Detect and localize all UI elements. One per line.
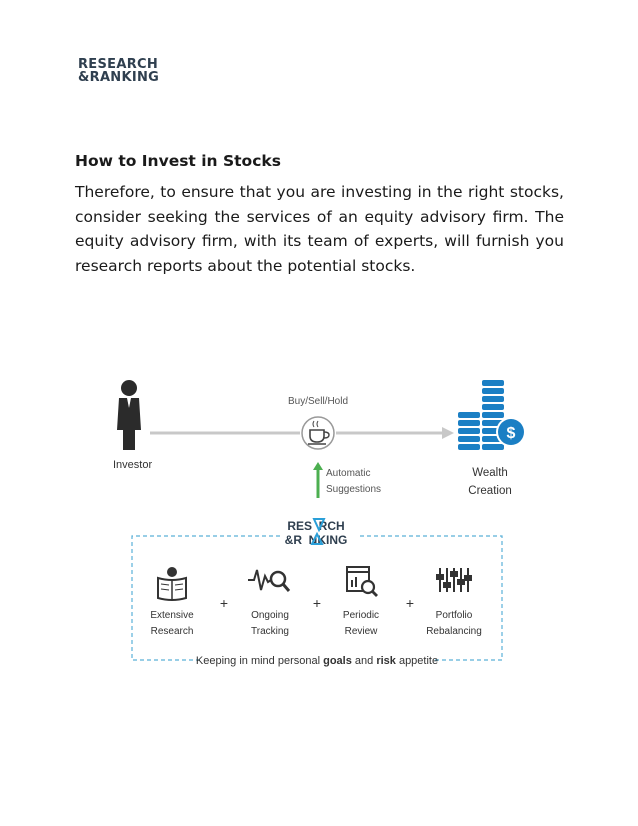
plus-sign: + — [220, 595, 228, 611]
coin-stacks-icon — [458, 380, 504, 450]
body-paragraph: Therefore, to ensure that you are invest… — [75, 183, 564, 275]
logo-line-2: &RANKING — [78, 70, 160, 85]
suggestions-line-2: Suggestions — [326, 484, 381, 495]
investor-label: Investor — [113, 459, 152, 471]
sliders-icon — [436, 568, 472, 592]
pulse-magnifier-icon — [248, 569, 291, 592]
flow-arrow — [150, 427, 454, 439]
chart-magnifier-icon — [346, 566, 378, 597]
infographic-logo-line-2: &R NKING — [285, 533, 348, 547]
service-3-line-1: Periodic — [343, 610, 379, 621]
plus-sign: + — [313, 595, 321, 611]
footer-part-2: and — [352, 655, 376, 667]
infographic-logo: RES RCH &R NKING — [285, 518, 348, 547]
advisory-infographic: Investor Buy/Sell/Hold Automatic Suggest… — [113, 380, 526, 667]
suggestions-line-1: Automatic — [326, 468, 370, 479]
section-heading: How to Invest in Stocks — [75, 152, 281, 170]
flow-label: Buy/Sell/Hold — [288, 396, 348, 407]
investor-icon — [117, 380, 141, 450]
logo-triangle-icon — [310, 531, 324, 545]
service-1-line-1: Extensive — [150, 610, 194, 621]
service-2-line-1: Ongoing — [251, 610, 289, 621]
coffee-cup-icon — [301, 416, 335, 450]
footer-goals: goals — [323, 655, 352, 667]
services-box — [131, 535, 503, 661]
wealth-line-2: Creation — [468, 485, 511, 497]
logo-triangle-icon — [312, 518, 326, 533]
dollar-coin-icon: $ — [496, 417, 526, 447]
service-4-line-1: Portfolio — [436, 610, 473, 621]
service-2-line-2: Tracking — [251, 626, 289, 637]
footer-risk: risk — [376, 655, 396, 667]
logo-line-1: RESEARCH — [78, 57, 159, 72]
service-3-line-2: Review — [345, 626, 379, 637]
suggestion-up-arrow — [313, 462, 323, 498]
footer-part-1: Keeping in mind personal — [196, 655, 323, 667]
footer-part-3: appetite — [396, 655, 438, 667]
research-ranking-logo: RESEARCH &RANKING — [78, 57, 188, 89]
dollar-symbol: $ — [507, 425, 516, 442]
wealth-line-1: Wealth — [472, 467, 508, 479]
infographic-logo-line-1: RES RCH — [287, 519, 344, 533]
plus-sign: + — [406, 595, 414, 611]
service-1-line-2: Research — [151, 626, 194, 637]
book-reader-icon — [157, 567, 187, 601]
service-4-line-2: Rebalancing — [426, 626, 482, 637]
footer-caption: Keeping in mind personal goals and risk … — [196, 655, 438, 667]
